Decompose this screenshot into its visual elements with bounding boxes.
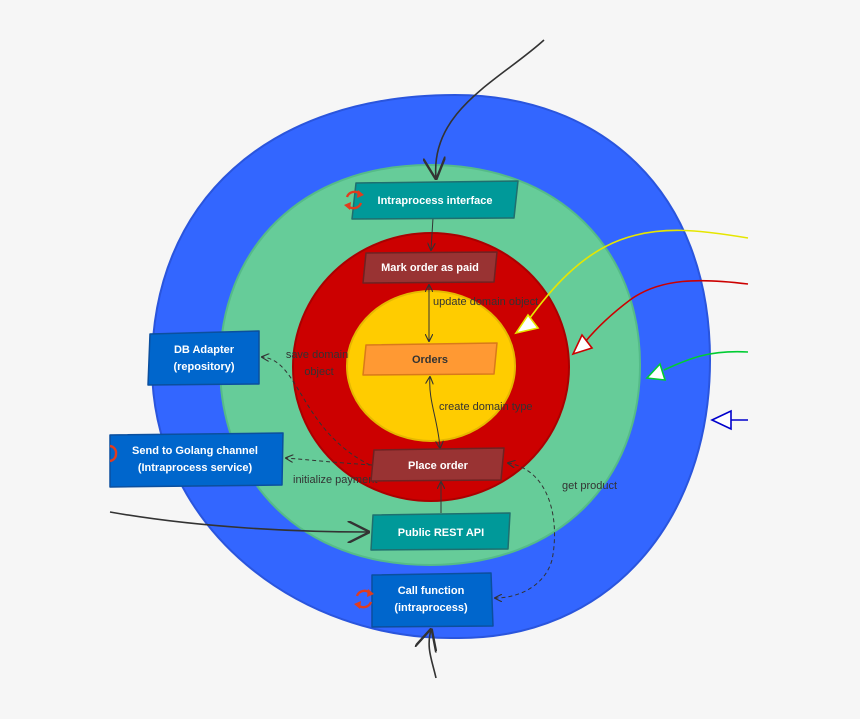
sync-icon xyxy=(344,190,364,210)
db-adapter-label-line1: DB Adapter xyxy=(174,344,235,356)
left-incoming-edge xyxy=(109,511,368,532)
golang-channel-node[interactable]: Send to Golang channel (Intraprocess ser… xyxy=(109,432,284,488)
top-incoming-edge xyxy=(436,39,545,178)
orders-label: Orders xyxy=(412,354,448,366)
save-domain-object-edge xyxy=(262,357,371,466)
interface-to-mark-edge xyxy=(431,217,433,250)
blue-arrowhead xyxy=(710,409,732,431)
get-product-label: get product xyxy=(562,480,617,492)
call-function-label-line2: (intraprocess) xyxy=(394,602,468,614)
red-arrowhead xyxy=(571,333,594,356)
red-arrow-line xyxy=(584,279,749,343)
sync-icon xyxy=(354,589,374,609)
mark-order-paid-label: Mark order as paid xyxy=(381,262,479,274)
update-domain-object-label: update domain object xyxy=(433,296,538,308)
bottom-incoming-edge xyxy=(429,630,436,679)
public-rest-api-label: Public REST API xyxy=(398,527,484,539)
golang-channel-label-line2: (Intraprocess service) xyxy=(138,462,253,474)
green-arrow-line xyxy=(663,350,749,371)
intraprocess-interface-node[interactable]: Intraprocess interface xyxy=(351,180,519,220)
sync-icon-partial xyxy=(109,444,118,463)
green-arrowhead xyxy=(645,362,667,381)
db-adapter-label-line2: (repository) xyxy=(173,361,234,373)
initialize-payment-edge xyxy=(286,458,373,466)
intraprocess-interface-label: Intraprocess interface xyxy=(378,195,493,207)
yellow-arrow-line xyxy=(526,229,749,323)
orders-node[interactable]: Orders xyxy=(362,342,498,376)
create-domain-type-edge xyxy=(430,377,440,448)
call-function-node[interactable]: Call function (intraprocess) xyxy=(371,572,494,628)
initialize-payment-label: initialize payment xyxy=(293,474,377,486)
golang-channel-label-line1: Send to Golang channel xyxy=(132,445,258,457)
db-adapter-node[interactable]: DB Adapter (repository) xyxy=(147,330,260,386)
create-domain-type-label: create domain type xyxy=(439,401,533,413)
mark-order-paid-node[interactable]: Mark order as paid xyxy=(362,251,498,284)
public-rest-api-node[interactable]: Public REST API xyxy=(370,512,511,551)
call-function-label-line1: Call function xyxy=(398,585,465,597)
save-domain-object-label-line2: object xyxy=(304,366,333,378)
save-domain-object-label-line1: save domain xyxy=(286,349,348,361)
place-order-node[interactable]: Place order xyxy=(370,447,505,482)
get-product-edge xyxy=(495,463,555,598)
place-order-label: Place order xyxy=(408,460,469,472)
yellow-arrowhead xyxy=(514,313,540,335)
